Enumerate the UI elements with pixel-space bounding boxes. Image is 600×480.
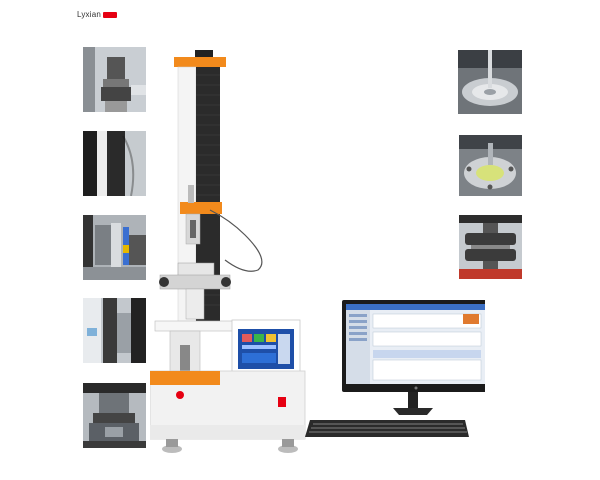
computer-workstation [305,295,490,450]
thumb-clamp-spray [83,215,146,280]
thumb-disc-fixture [459,135,522,196]
thumb-puncture-plate [458,50,522,114]
power-switch [278,397,286,407]
brand-logo: Lyxian [77,10,118,19]
brand-logo-badge [103,11,118,18]
orange-crosshead-top [174,57,226,67]
tensile-testing-machine [149,45,310,465]
thumb-compression-plates [459,215,522,279]
thumb-fixture-window [83,298,146,363]
column-top-cap [195,50,213,58]
thumb-grip-top [83,47,146,112]
brand-logo-text: Lyxian [77,10,102,19]
thumb-jaw-assembly [83,383,146,448]
base-orange-band [150,371,220,385]
emergency-stop [176,391,184,399]
orange-carriage [180,202,222,214]
thumb-column-cable [83,131,146,196]
